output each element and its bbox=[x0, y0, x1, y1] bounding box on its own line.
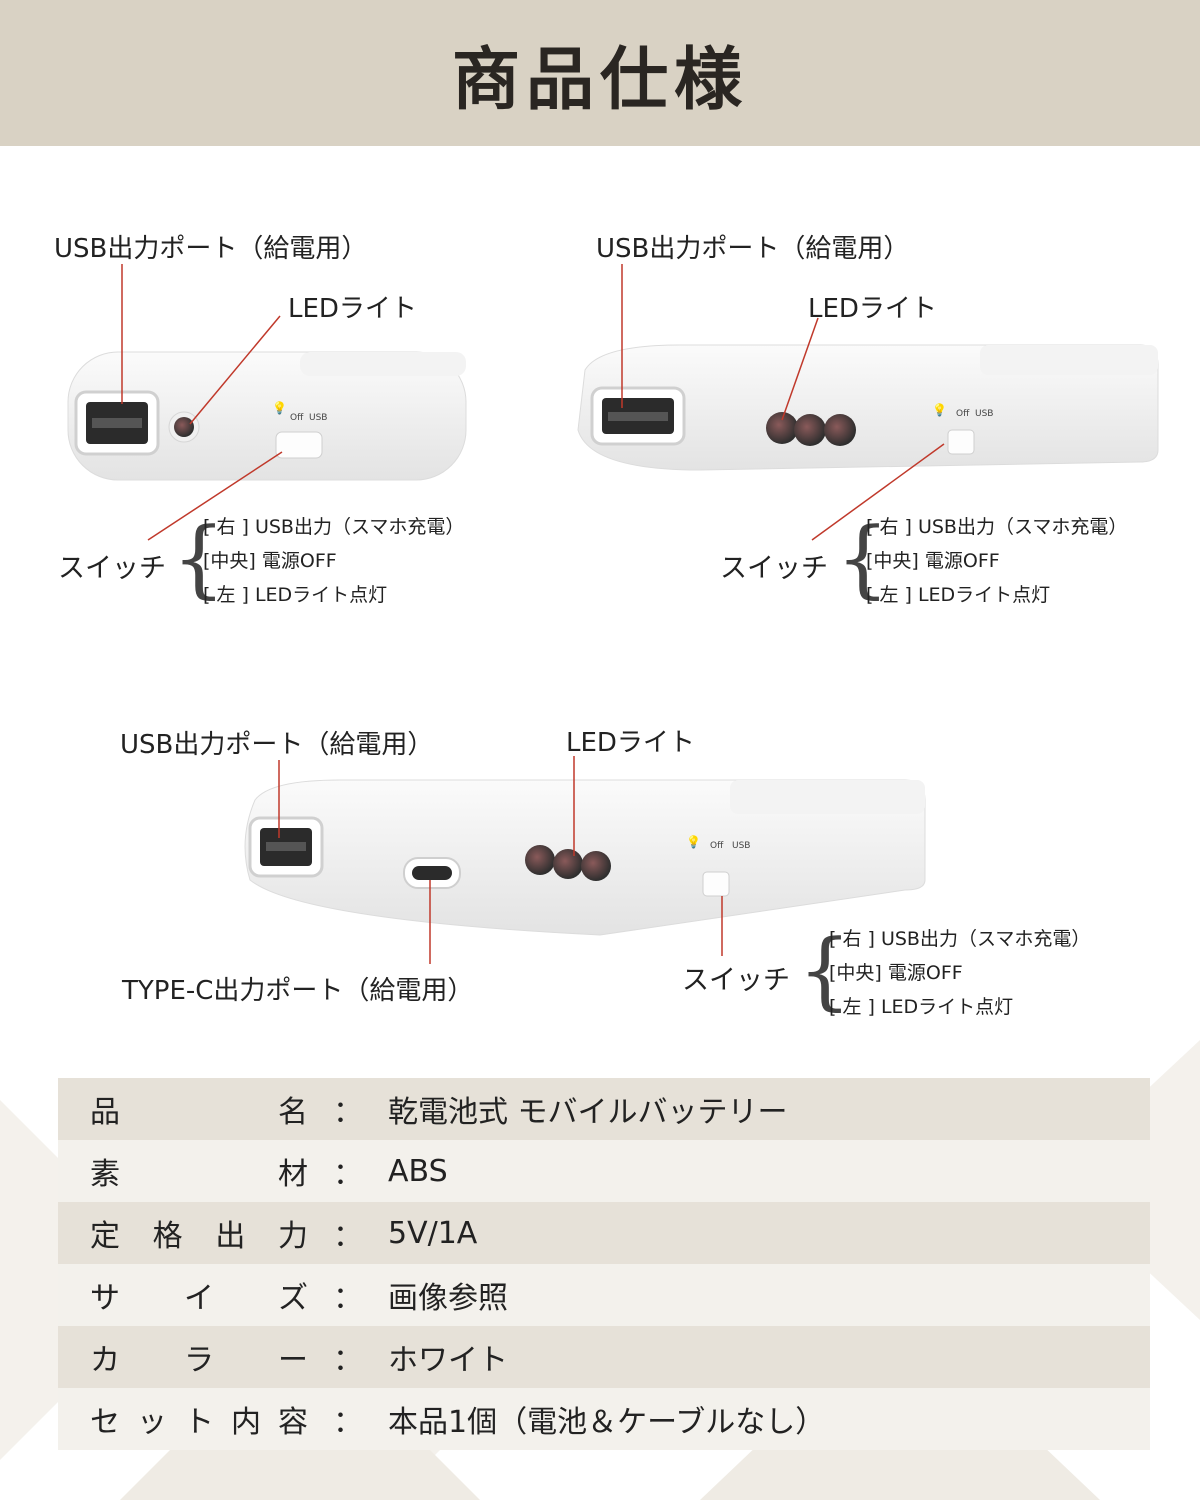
led-label-3: LEDライト bbox=[566, 728, 695, 758]
spec-label: 品名 bbox=[90, 1095, 308, 1130]
switch-option-left: [ 左 ] LEDライト点灯 bbox=[866, 584, 1051, 606]
spec-label: セット内容 bbox=[90, 1405, 308, 1440]
spec-row-contents: セット内容 ： 本品1個（電池＆ケーブルなし） bbox=[58, 1388, 1150, 1450]
spec-row-size: サイズ ： 画像参照 bbox=[58, 1264, 1150, 1326]
pointer-led-1 bbox=[189, 315, 281, 425]
page-title: 商品仕様 bbox=[451, 39, 748, 120]
switch-options-2: [ 右 ] USB出力（スマホ充電） [中央] 電源OFF [ 左 ] LEDラ… bbox=[866, 510, 1127, 612]
switch-option-left: [ 左 ] LEDライト点灯 bbox=[203, 584, 388, 606]
spec-row-name: 品名 ： 乾電池式 モバイルバッテリー bbox=[58, 1078, 1150, 1140]
device-view-3: 💡 Off USB bbox=[244, 756, 926, 964]
device-illustrations: 💡 Off USB 💡 Off USB bbox=[67, 264, 1159, 964]
bulb-icon: 💡 bbox=[272, 401, 287, 415]
led-label-2: LEDライト bbox=[808, 294, 937, 324]
spec-row-material: 素材 ： ABS bbox=[58, 1140, 1150, 1202]
bulb-icon: 💡 bbox=[932, 403, 947, 417]
switch-option-center: [中央] 電源OFF bbox=[866, 550, 1000, 572]
svg-text:USB: USB bbox=[975, 409, 993, 419]
device-view-1: 💡 Off USB bbox=[67, 264, 467, 541]
bulb-icon: 💡 bbox=[686, 835, 701, 849]
switch-option-center: [中央] 電源OFF bbox=[203, 550, 337, 572]
svg-text:USB: USB bbox=[732, 841, 750, 851]
spec-label: 定格出力 bbox=[90, 1219, 308, 1254]
led-label-1: LEDライト bbox=[288, 294, 417, 324]
header-banner: 商品仕様 bbox=[0, 0, 1200, 146]
switch-option-left: [ 左 ] LEDライト点灯 bbox=[829, 996, 1014, 1018]
spec-label: サイズ bbox=[90, 1281, 308, 1316]
switch-option-center: [中央] 電源OFF bbox=[829, 962, 963, 984]
switch-label-1: スイッチ bbox=[58, 553, 166, 584]
off-mark: Off bbox=[290, 413, 304, 423]
spec-value: 乾電池式 モバイルバッテリー bbox=[388, 1095, 788, 1130]
device-view-2: 💡 Off USB bbox=[577, 264, 1159, 541]
spec-row-color: カラー ： ホワイト bbox=[58, 1326, 1150, 1388]
svg-text:Off: Off bbox=[956, 409, 970, 419]
spec-value: ABS bbox=[388, 1153, 448, 1189]
switch-option-right: [ 右 ] USB出力（スマホ充電） bbox=[866, 516, 1128, 538]
brace-2: { bbox=[836, 509, 890, 607]
spec-table: 品名 ： 乾電池式 モバイルバッテリー 素材 ： ABS 定格出力 ： 5V/1… bbox=[58, 1078, 1150, 1450]
switch-label-2: スイッチ bbox=[720, 553, 828, 584]
spec-label: 素材 bbox=[90, 1157, 308, 1192]
switch-options-1: [ 右 ] USB出力（スマホ充電） [中央] 電源OFF [ 左 ] LEDラ… bbox=[203, 510, 464, 612]
spec-label: カラー bbox=[90, 1343, 308, 1378]
usb-port-label-3: USB出力ポート（給電用） bbox=[120, 730, 434, 760]
switch-option-right: [ 右 ] USB出力（スマホ充電） bbox=[203, 516, 465, 538]
typec-port-label: TYPE-C出力ポート（給電用） bbox=[122, 976, 474, 1006]
brace-3: { bbox=[798, 921, 852, 1019]
spec-value: ホワイト bbox=[388, 1343, 508, 1378]
usb-port-label-1: USB出力ポート（給電用） bbox=[54, 234, 368, 264]
switch-option-right: [ 右 ] USB出力（スマホ充電） bbox=[829, 928, 1091, 950]
pointer-switch-1 bbox=[147, 451, 283, 541]
spec-value: 5V/1A bbox=[388, 1215, 478, 1251]
usb-mark: USB bbox=[309, 413, 327, 423]
usb-port-label-2: USB出力ポート（給電用） bbox=[596, 234, 910, 264]
spec-value: 本品1個（電池＆ケーブルなし） bbox=[388, 1405, 826, 1440]
spec-value: 画像参照 bbox=[388, 1281, 508, 1316]
svg-text:Off: Off bbox=[710, 841, 724, 851]
switch-label-3: スイッチ bbox=[682, 965, 790, 996]
switch-options-3: [ 右 ] USB出力（スマホ充電） [中央] 電源OFF [ 左 ] LEDラ… bbox=[829, 922, 1090, 1024]
brace-1: { bbox=[172, 509, 226, 607]
spec-row-output: 定格出力 ： 5V/1A bbox=[58, 1202, 1150, 1264]
